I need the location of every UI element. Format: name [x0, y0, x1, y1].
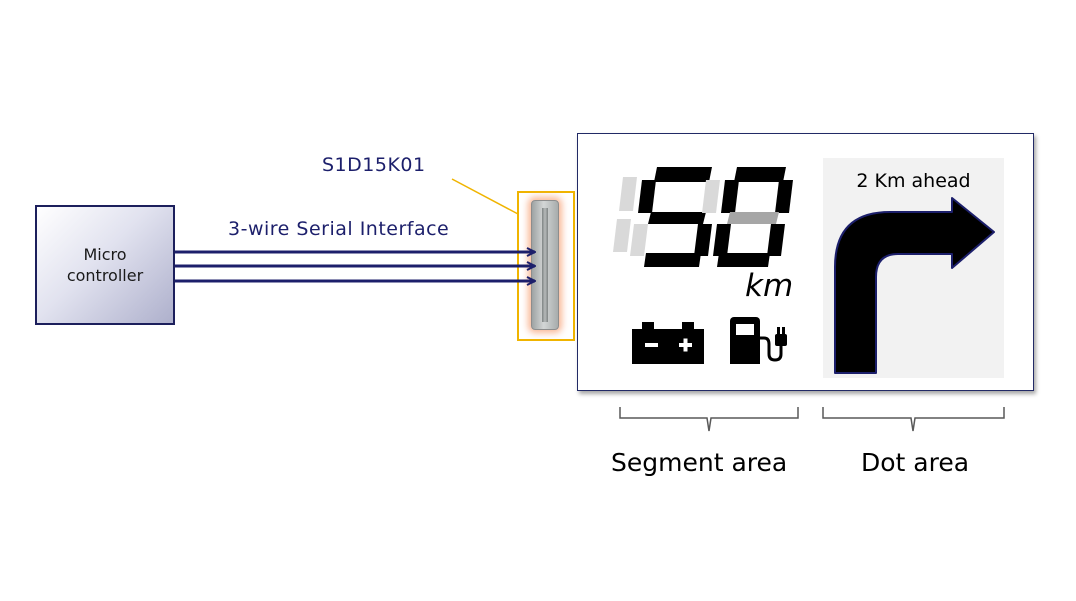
- dot-area-message: 2 Km ahead: [856, 170, 971, 192]
- segment-unit-km: km: [745, 268, 794, 304]
- dot-area-label: Dot area: [861, 448, 970, 477]
- microcontroller-block: Micro controller: [35, 205, 175, 325]
- driver-chip-core: [542, 208, 548, 322]
- segment-digits: [613, 167, 793, 267]
- chip-part-number-label: S1D15K01: [322, 154, 426, 176]
- segment-area-brace: [619, 407, 799, 432]
- battery-icon: [632, 322, 704, 364]
- microcontroller-label-line2: controller: [66, 266, 144, 285]
- segment-area-label: Segment area: [611, 448, 788, 477]
- serial-wires: [175, 252, 535, 281]
- fuel-pump-icon: [730, 317, 787, 364]
- dot-area-brace: [822, 407, 1005, 432]
- faded-digit: [613, 177, 637, 252]
- chip-callout-line: [451, 178, 519, 215]
- serial-interface-label: 3-wire Serial Interface: [228, 218, 450, 240]
- digit-five: [630, 167, 720, 267]
- turn-right-arrow-icon: [834, 197, 995, 374]
- digit-zero: [713, 167, 793, 267]
- microcontroller-label-line1: Micro: [83, 245, 127, 264]
